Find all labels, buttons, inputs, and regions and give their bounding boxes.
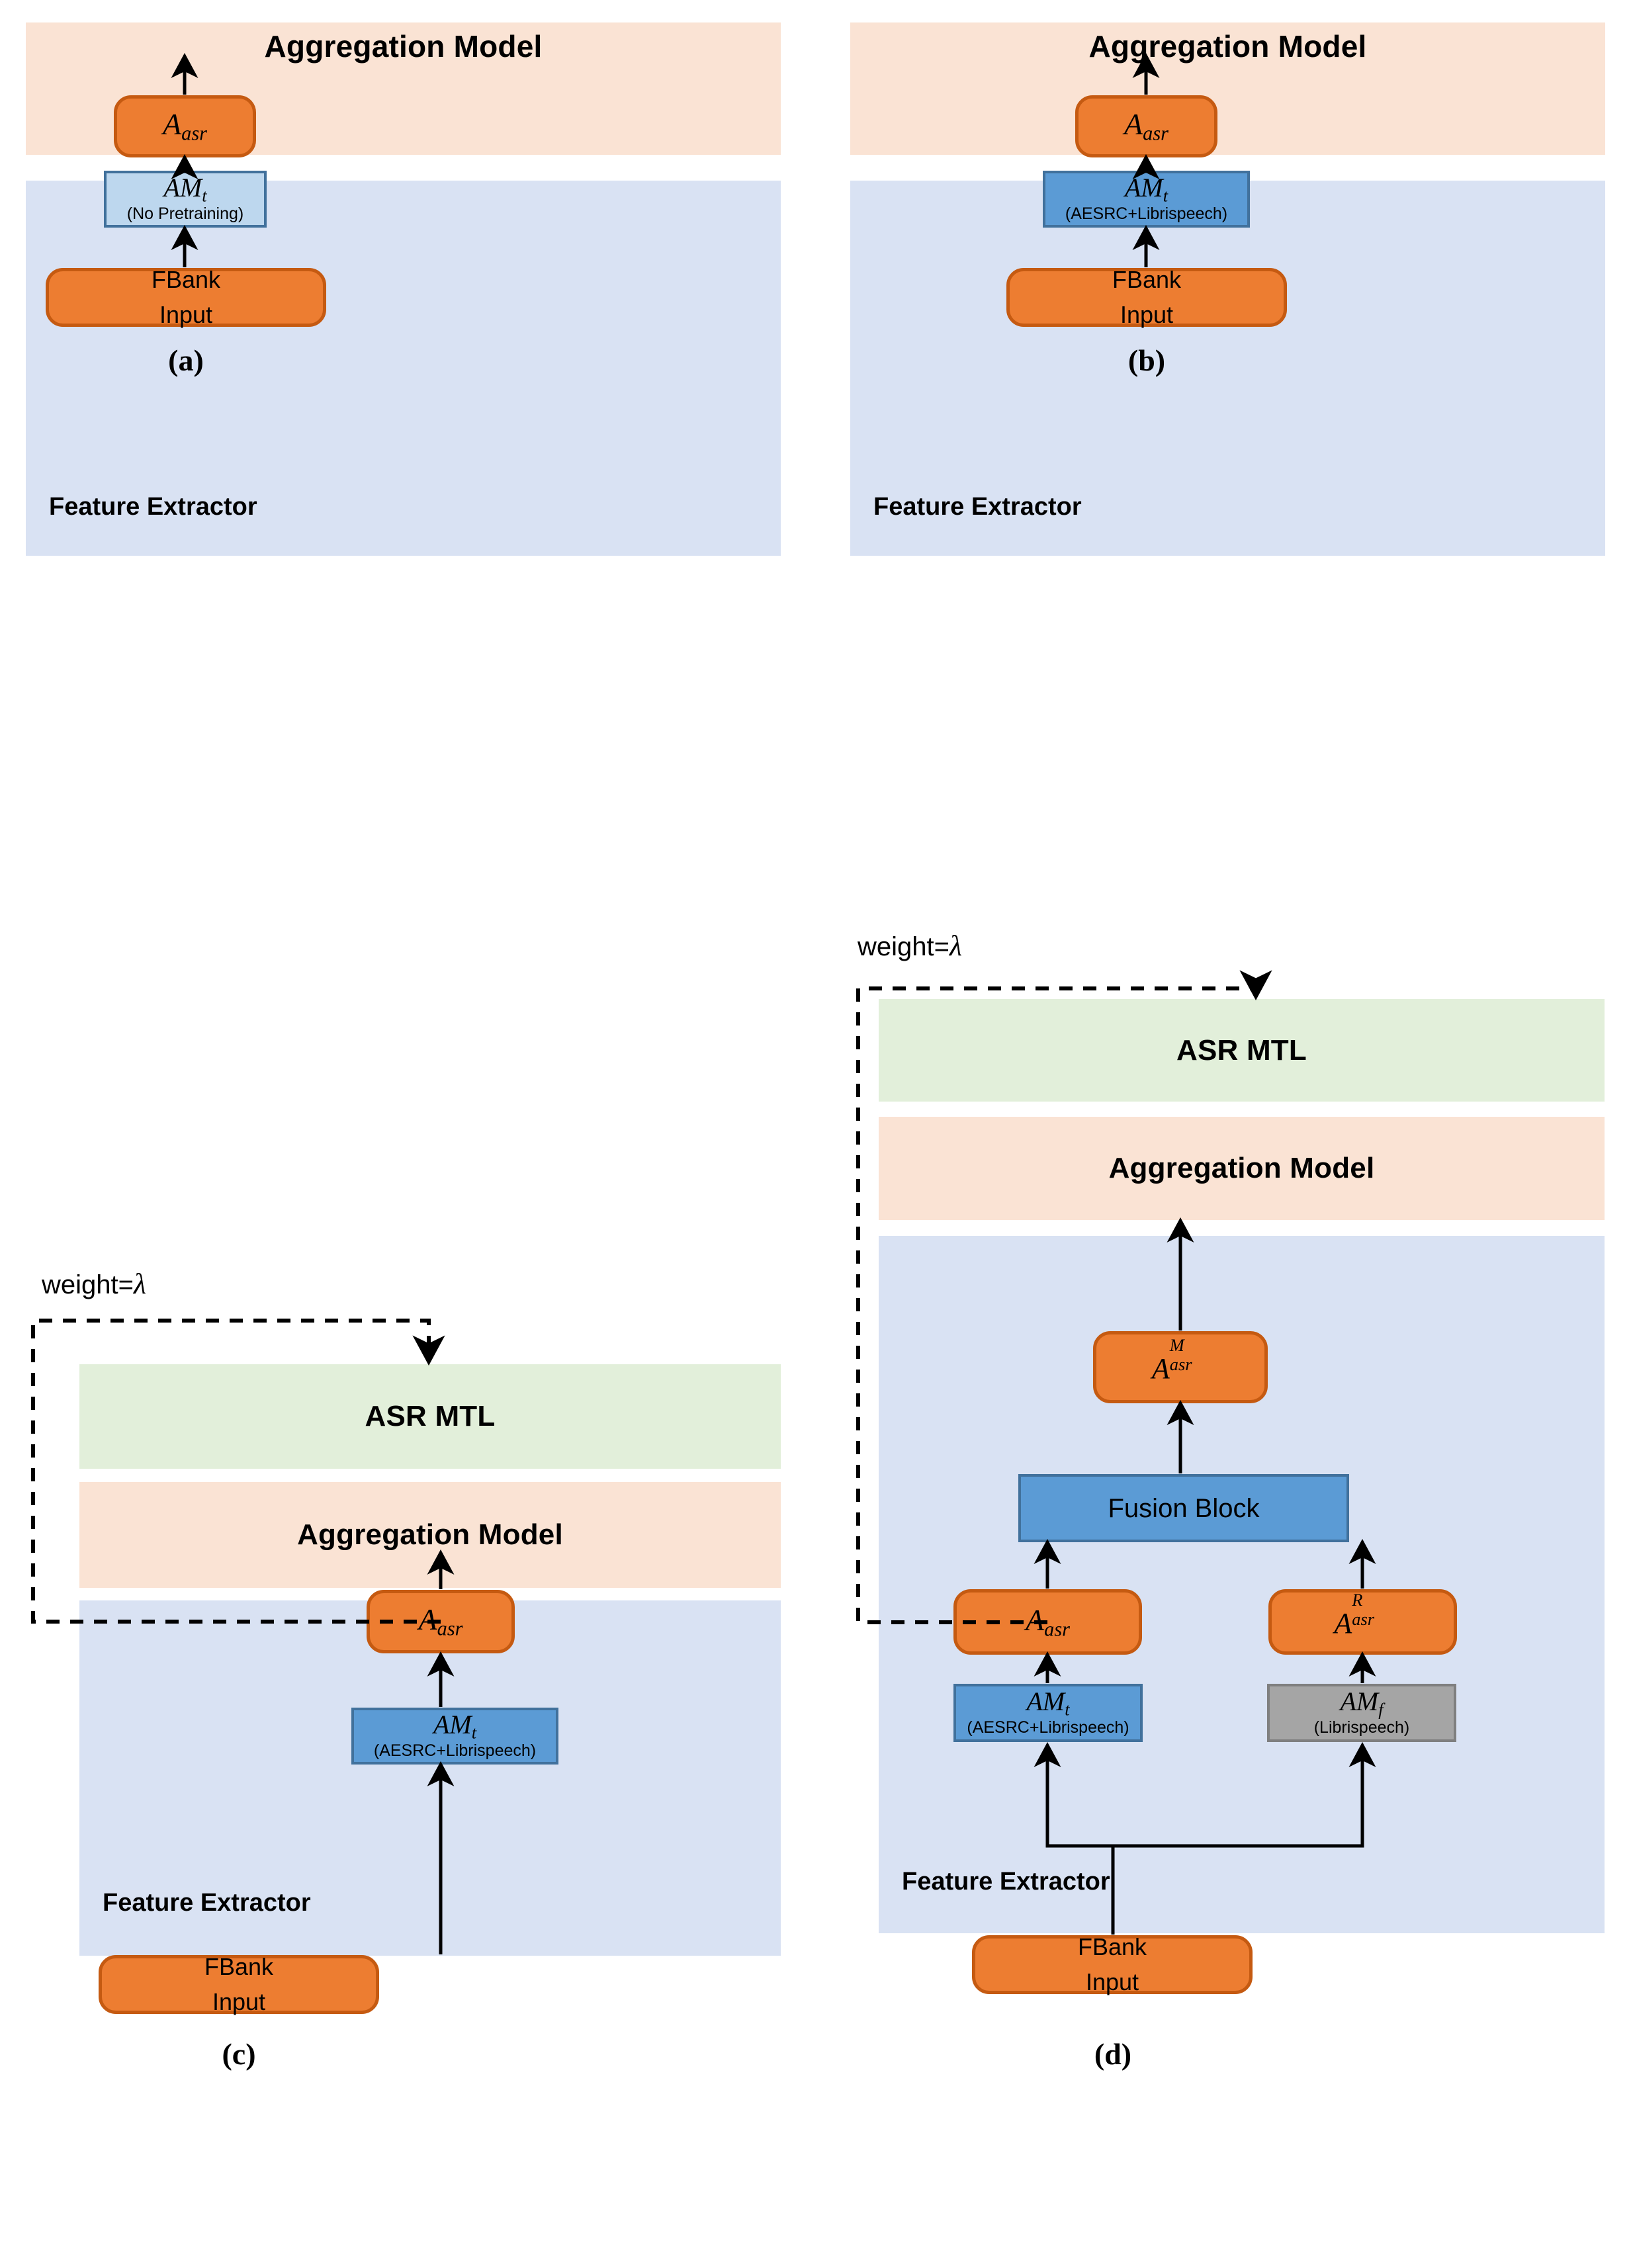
panel-b-input-box-line2: Input xyxy=(1120,300,1174,328)
panel-a-caption: (a) xyxy=(168,343,204,377)
panel-d-input-box[interactable]: FBank Input xyxy=(972,1933,1253,1995)
panel-a-am-module[interactable]: AMt (No Pretraining) xyxy=(104,171,267,228)
panel-d-weight-text: weight= xyxy=(858,932,949,961)
panel-d-aggregation-label: Aggregation Model xyxy=(1108,1152,1375,1184)
panel-d-weight-label: weight=λ xyxy=(858,929,962,963)
panel-d-asr-module-left[interactable]: Aasr xyxy=(953,1589,1142,1655)
panel-c-asr-module[interactable]: Aasr xyxy=(367,1590,515,1653)
panel-d-am-module-left-label: AMt xyxy=(1026,1686,1070,1719)
panel-d-am-module-right-label: AMf xyxy=(1340,1686,1384,1719)
panel-c-mtl-band: ASR MTL xyxy=(79,1364,781,1469)
panel-b-input-box-line1: FBank xyxy=(1112,266,1182,294)
panel-c-weight-label: weight=λ xyxy=(42,1267,146,1301)
panel-d-caption: (d) xyxy=(1094,2037,1132,2071)
panel-b-am-module[interactable]: AMt (AESRC+Librispeech) xyxy=(1043,171,1250,228)
panel-d-am-module-left-note: (AESRC+Librispeech) xyxy=(967,1718,1129,1737)
panel-b-aggregation-band: Aggregation Model xyxy=(850,22,1605,70)
panel-a-feature-extractor-label: Feature Extractor xyxy=(49,493,257,521)
panel-c-mtl-label: ASR MTL xyxy=(365,1400,496,1432)
panel-c-caption: (c) xyxy=(222,2037,256,2071)
panel-a-aggregation-band: Aggregation Model xyxy=(26,22,781,70)
panel-d-mtl-band: ASR MTL xyxy=(879,999,1605,1102)
panel-a-aggregation-label: Aggregation Model xyxy=(264,29,543,64)
panel-c-am-module[interactable]: AMt (AESRC+Librispeech) xyxy=(351,1708,558,1765)
panel-d-am-module-left[interactable]: AMt (AESRC+Librispeech) xyxy=(953,1684,1143,1742)
panel-d-aggregation-band: Aggregation Model xyxy=(879,1117,1605,1220)
panel-c-aggregation-label: Aggregation Model xyxy=(297,1518,563,1551)
panel-c-am-module-label: AMt xyxy=(433,1709,477,1742)
panel-d-input-box-line2: Input xyxy=(1085,1968,1139,1995)
panel-d-mtl-label: ASR MTL xyxy=(1176,1033,1307,1067)
panel-d-feature-extractor-label: Feature Extractor xyxy=(902,1868,1110,1896)
panel-d-am-module-right[interactable]: AMf (Librispeech) xyxy=(1267,1684,1456,1742)
panel-a-asr-module-label: Aasr xyxy=(163,107,207,145)
panel-d-am-module-right-note: (Librispeech) xyxy=(1313,1718,1410,1737)
panel-a-input-box-line1: FBank xyxy=(151,266,221,294)
panel-a-input-box[interactable]: FBank Input xyxy=(46,266,326,328)
panel-c-feature-extractor-label: Feature Extractor xyxy=(103,1889,311,1917)
panel-a-am-module-note: (No Pretraining) xyxy=(126,204,244,224)
panel-b-asr-module-label: Aasr xyxy=(1124,107,1168,145)
panel-a-input-box-line2: Input xyxy=(159,300,213,328)
panel-b-feature-extractor-label: Feature Extractor xyxy=(873,493,1082,521)
panel-c-input-box[interactable]: FBank Input xyxy=(99,1953,379,2015)
panel-a-am-module-label: AMt xyxy=(163,172,207,205)
panel-b-asr-module[interactable]: Aasr xyxy=(1075,95,1217,157)
panel-d-lambda-symbol: λ xyxy=(949,930,963,962)
panel-d-fusion-block[interactable]: Fusion Block xyxy=(1018,1474,1349,1542)
panel-c-lambda-symbol: λ xyxy=(133,1268,147,1300)
panel-b-aggregation-band-fill xyxy=(850,70,1605,155)
panel-a-feature-extractor-band xyxy=(26,181,781,556)
panel-d-input-box-line1: FBank xyxy=(1077,1933,1147,1961)
panel-c-weight-text: weight= xyxy=(42,1270,134,1299)
panel-b-caption: (b) xyxy=(1127,343,1166,377)
panel-c-input-box-line1: FBank xyxy=(204,1953,274,1981)
panel-b-input-box[interactable]: FBank Input xyxy=(1006,266,1287,328)
panel-b-feature-extractor-band xyxy=(850,181,1605,556)
panel-a-asr-module[interactable]: Aasr xyxy=(114,95,256,157)
panel-d-fusion-block-label: Fusion Block xyxy=(1108,1493,1260,1523)
panel-c-am-module-note: (AESRC+Librispeech) xyxy=(373,1741,537,1761)
panel-b-am-module-note: (AESRC+Librispeech) xyxy=(1065,204,1228,224)
panel-c-input-box-line2: Input xyxy=(212,1987,266,2015)
panel-b-am-module-label: AMt xyxy=(1124,172,1168,205)
panel-b-aggregation-label: Aggregation Model xyxy=(1088,29,1367,64)
panel-d-asr-module-left-label: Aasr xyxy=(1026,1602,1070,1641)
panel-c-aggregation-band: Aggregation Model xyxy=(79,1482,781,1588)
panel-c-asr-module-label: Aasr xyxy=(418,1602,463,1640)
